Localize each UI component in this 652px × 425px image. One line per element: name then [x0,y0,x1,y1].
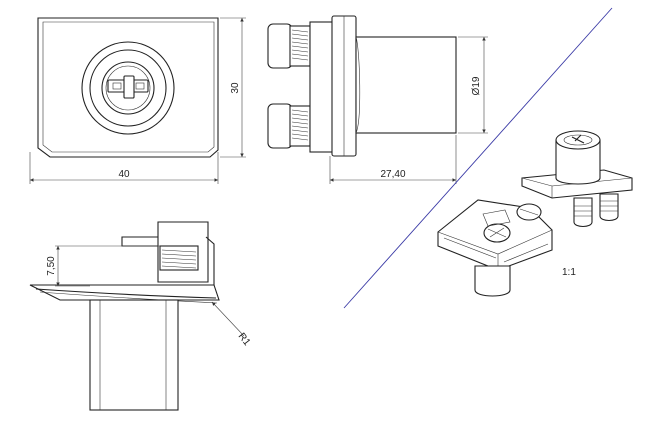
isometric-view: 1:1 [437,130,633,297]
side-diameter-label: Ø19 [471,76,482,95]
bottom-radius-callout: R1 [211,301,253,348]
bottom-radius-label: R1 [236,331,253,348]
iso-lock-body [521,130,633,228]
side-length-dimension: 27,40 [329,135,457,184]
front-view [37,17,219,158]
bottom-offset-dimension: 7,50 [46,245,160,287]
iso-scale-label: 1:1 [562,267,576,278]
bottom-view [29,221,220,411]
side-view [267,15,457,157]
bottom-offset-label: 7,50 [46,256,57,276]
front-height-label: 30 [230,82,241,94]
upper-thread [291,29,309,61]
iso-clamp [437,199,553,297]
front-width-label: 40 [118,169,130,180]
side-length-label: 27,40 [380,169,405,180]
front-width-dimension: 40 [29,152,219,184]
front-height-dimension: 30 [220,17,246,158]
view-divider [343,7,613,309]
side-diameter-dimension: Ø19 [458,36,488,134]
bottom-thread [161,249,197,269]
lower-thread [291,109,309,141]
